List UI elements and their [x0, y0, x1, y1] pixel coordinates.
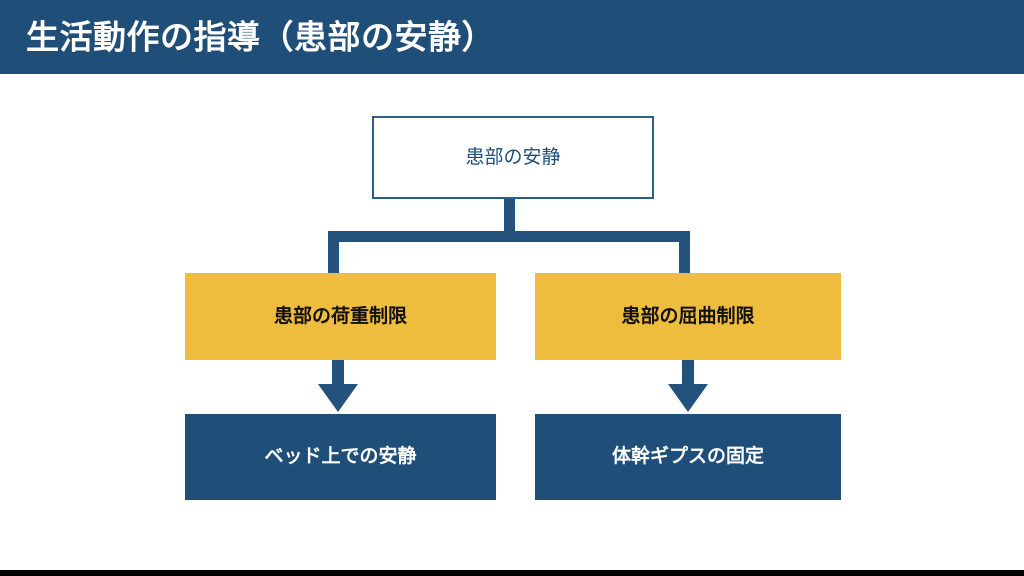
diagram-node-load-limit-label: 患部の荷重制限	[273, 305, 407, 327]
connector-drop-right	[679, 231, 690, 275]
connector-drop-left	[328, 231, 339, 275]
diagram-node-flexion-limit: 患部の屈曲制限	[535, 273, 841, 360]
arrow-down-icon-left	[314, 360, 362, 416]
diagram-node-root-label: 患部の安静	[465, 146, 561, 168]
diagram-node-flexion-limit-label: 患部の屈曲制限	[621, 305, 755, 327]
diagram-node-bed-rest-label: ベッド上での安静	[264, 446, 417, 468]
connector-root-stem	[504, 199, 515, 237]
title-banner: 生活動作の指導（患部の安静）	[0, 0, 1024, 74]
bottom-letterbox-strip	[0, 570, 1024, 576]
diagram-node-trunk-cast: 体幹ギプスの固定	[535, 414, 841, 500]
connector-horizontal-bar	[328, 231, 690, 242]
diagram-node-load-limit: 患部の荷重制限	[185, 273, 496, 360]
diagram-node-trunk-cast-label: 体幹ギプスの固定	[611, 446, 764, 468]
diagram-node-root: 患部の安静	[372, 116, 654, 199]
arrow-down-icon-right	[664, 360, 712, 416]
diagram-node-bed-rest: ベッド上での安静	[185, 414, 496, 500]
page-title: 生活動作の指導（患部の安静）	[26, 18, 495, 56]
